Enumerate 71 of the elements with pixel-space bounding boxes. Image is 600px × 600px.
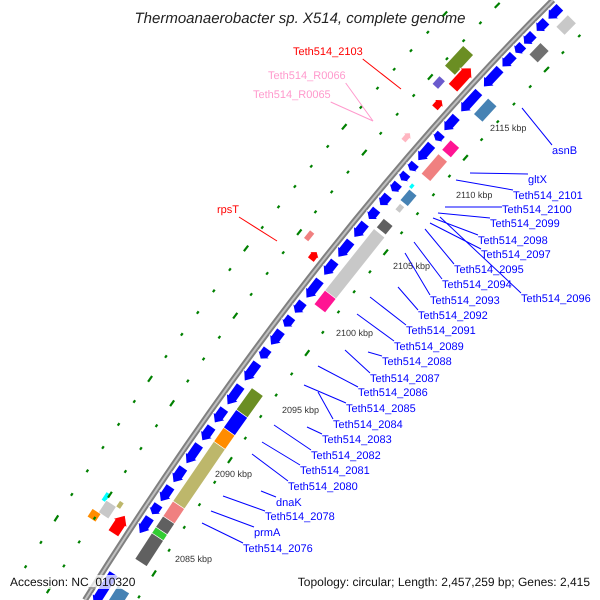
gene-label: Teth514_2098 [478, 235, 548, 248]
gene-label: Teth514_2088 [382, 356, 452, 369]
title: Thermoanaerobacter sp. X514, complete genome [133, 10, 467, 28]
leader-line [318, 392, 334, 420]
leader-line [304, 384, 346, 404]
leader-line [430, 222, 482, 250]
gene-label: Teth514_2085 [346, 403, 416, 416]
leader-line [274, 424, 312, 450]
leader-line [202, 522, 244, 544]
leader-line [414, 242, 442, 280]
leader-line [444, 206, 502, 208]
footer-text: Topology: circular; Length: 2,457,259 bp; Genes: 2,415 [298, 575, 590, 589]
gene-label: Teth514_2082 [311, 450, 381, 463]
gene-label: Teth514_2089 [394, 341, 464, 354]
gene-label: Teth514_2087 [370, 373, 440, 386]
position-label: 2085 kbp [175, 554, 212, 564]
gene-label: Teth514_2080 [288, 481, 358, 494]
leader-line [210, 510, 254, 528]
leader-line [456, 180, 514, 190]
gene-label: Teth514_R0066 [268, 70, 346, 83]
gene-label: Teth514_2099 [490, 218, 560, 231]
gene-label: Teth514_2083 [322, 434, 392, 447]
position-label: 2090 kbp [215, 470, 252, 478]
leader-line [306, 426, 322, 434]
position-label: 2105 kbp [393, 262, 430, 270]
gene-label: Teth514_2091 [406, 325, 476, 338]
gene-label: Teth514_2101 [513, 190, 583, 203]
gene-label: Teth514_2092 [418, 310, 488, 323]
gene-label: prmA [254, 527, 280, 540]
position-label: 2110 kbp [456, 190, 492, 200]
gene-label: Teth514_2093 [430, 295, 500, 308]
gene-label: Teth514_2103 [293, 46, 363, 59]
leader-line [368, 352, 382, 356]
footer-text: Accession: NC_010320 [10, 575, 136, 589]
gene-label: Teth514_2081 [300, 465, 370, 478]
gene-label: Teth514_2096 [521, 293, 591, 306]
gene-label: Teth514_2100 [502, 204, 572, 217]
gene-label: Teth514_2094 [442, 279, 512, 292]
leader-line [330, 102, 374, 122]
leader-line [344, 350, 370, 374]
leader-line [424, 228, 454, 264]
leader-line [222, 496, 266, 512]
gene-label: Teth514_2086 [358, 387, 428, 400]
leader-line [260, 490, 276, 498]
leader-line [252, 454, 288, 482]
leader-line [432, 218, 478, 236]
leader-line [238, 216, 278, 242]
leader-line [398, 286, 418, 310]
gene-label: Teth514_2078 [265, 511, 335, 524]
leader-line [470, 172, 528, 174]
leader-line [440, 216, 522, 294]
leader-line [318, 366, 358, 388]
gene-label: rpsT [217, 204, 239, 217]
gene-label: Teth514_2084 [333, 419, 403, 432]
leader-line [522, 108, 552, 146]
position-label: 2095 kbp [282, 406, 320, 414]
gene-label: Teth514_2076 [243, 543, 313, 556]
gene-label: Teth514_2097 [481, 249, 551, 262]
leader-line [345, 82, 374, 122]
gene-label: gltX [528, 174, 547, 187]
gene-label: dnaK [276, 497, 302, 510]
leader-line [404, 252, 430, 296]
leader-line [362, 58, 402, 90]
position-label: 2100 kbp [336, 328, 374, 338]
leader-line [370, 296, 406, 326]
gene-label: Teth514_R0065 [253, 89, 331, 102]
leader-line [356, 314, 394, 342]
leader-line [438, 212, 490, 218]
position-label: 2115 kbp [490, 124, 526, 132]
leader-line [262, 442, 300, 466]
gene-label: asnB [552, 145, 578, 158]
